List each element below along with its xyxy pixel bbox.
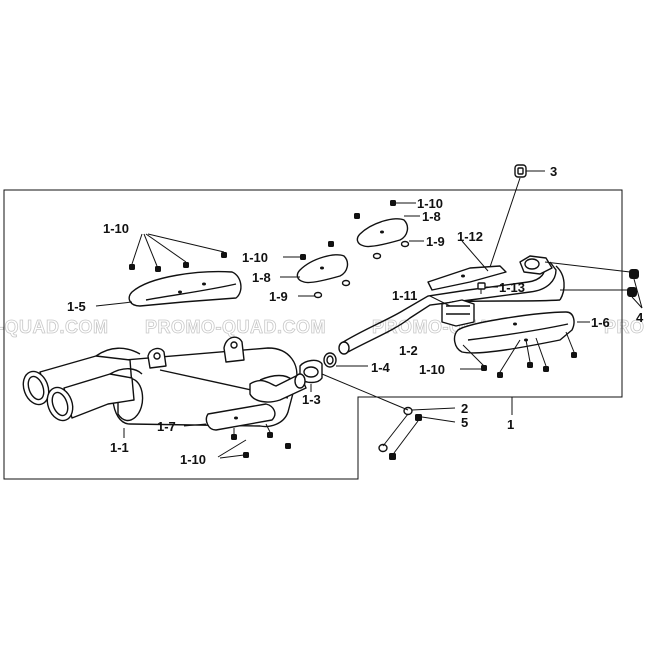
label-1-5: 1-5 [67,299,86,314]
part-1-12-header-shield [427,240,507,291]
label-1-3: 1-3 [302,392,321,407]
assembly-frame [3,189,623,480]
label-1-13: 1-13 [499,280,525,295]
part-4-nuts [544,261,643,309]
part-1-8-shield-right [356,215,420,248]
part-1-8-shield-left [280,254,349,284]
label-5: 5 [461,415,468,430]
label-1-8-top: 1-8 [422,209,441,224]
label-1-9-mid: 1-9 [269,289,288,304]
label-1-1: 1-1 [110,440,129,455]
part-1-11-bracket [429,295,475,327]
part-1-6-muffler-shield [453,311,590,354]
label-1-10-bottom: 1-10 [180,452,206,467]
label-1-10-right: 1-10 [419,362,445,377]
label-1-9-top: 1-9 [426,234,445,249]
part-1-13-clip [477,282,498,294]
label-1-10-upper-left: 1-10 [103,221,129,236]
label-1-6: 1-6 [591,315,610,330]
label-1-8-mid: 1-8 [252,270,271,285]
watermark-center: PROMO-QUAD.COM [145,317,326,337]
label-1: 1 [507,417,514,432]
part-2-washer-5-bolt [321,373,456,460]
part-1-10-bolts-bottom-left [217,423,291,459]
part-1-1-muffler [22,336,307,438]
label-4: 4 [636,310,644,325]
label-1-2: 1-2 [399,343,418,358]
part-1-5-muffler-shield [95,270,242,307]
part-3-grommet [486,164,545,277]
part-1-10-bolts-top-left [129,233,227,272]
label-3: 3 [550,164,557,179]
part-1-9-washers [298,240,424,299]
part-1-7-lower-shield [183,403,276,431]
label-1-12: 1-12 [457,229,483,244]
part-1-10-bolts-mid [283,200,416,260]
part-1-3-clamp [299,359,323,392]
part-1-4-gasket [323,352,368,368]
label-1-7: 1-7 [157,419,176,434]
label-2: 2 [461,401,468,416]
label-1-11: 1-11 [392,288,417,303]
label-1-10-mid: 1-10 [242,250,268,265]
label-1-10-top: 1-10 [417,196,443,211]
part-1-10-bolts-right [460,331,577,378]
label-1-4: 1-4 [371,360,391,375]
watermark-left: -QUAD.COM [0,317,109,337]
watermark-edge: PRO [604,317,645,337]
